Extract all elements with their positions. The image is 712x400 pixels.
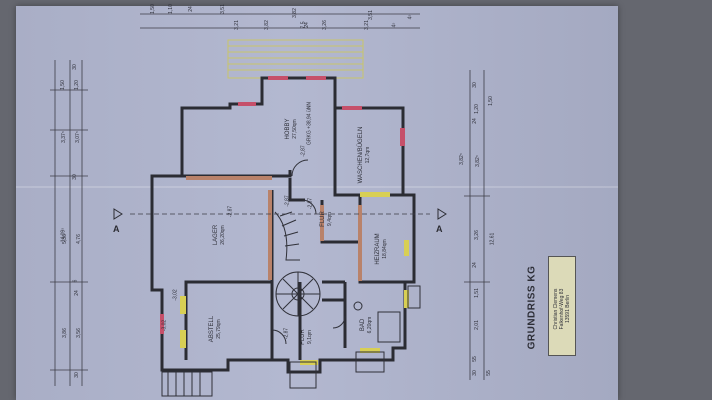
floor-plan-sheet: [16, 6, 618, 400]
dim-text: 1,20: [473, 104, 480, 114]
window: [404, 290, 409, 308]
window: [160, 314, 164, 334]
section-arrow-right: [437, 208, 447, 220]
dim-text: 30: [471, 370, 478, 376]
window: [342, 106, 362, 110]
room-label-heizraum: HEIZRAUM 18,84qm: [375, 233, 388, 265]
stair-treads: [279, 211, 300, 247]
terrace-hatching: [227, 39, 364, 79]
dim-text: 55: [485, 370, 492, 376]
window: [360, 192, 390, 197]
window: [268, 76, 288, 80]
window: [180, 330, 186, 348]
level-mark: -2,87: [300, 145, 307, 157]
dim-text: 3,51: [219, 4, 226, 14]
level-abstell: -3,02: [161, 319, 168, 332]
dim-text: 4⁵: [391, 22, 398, 28]
dim-text: 24: [73, 290, 80, 296]
door-swing: [301, 199, 317, 215]
door-swing: [271, 329, 287, 345]
dim-text: 3,56: [75, 328, 82, 338]
dim-text: 24: [471, 118, 478, 124]
dim-text: 6: [72, 279, 79, 283]
address-stamp: Christian Clemens Falkenhof-Weg 83 13591…: [548, 256, 576, 356]
dim-text: 5,36: [61, 234, 68, 244]
wall-accent: [186, 176, 272, 180]
room-label-hobby: HOBBY 27,50qm: [285, 118, 298, 140]
drawing-title: GRUNDRISS KG: [526, 265, 538, 350]
stamp-text: Christian Clemens Falkenhof-Weg 83 13591…: [553, 288, 571, 330]
wall-accent: [268, 190, 272, 280]
dim-text: 7,5: [300, 21, 307, 29]
light-well: [355, 351, 385, 373]
dim-text: 1,51: [473, 288, 480, 298]
window: [180, 296, 186, 314]
room-extra-hobby: GRKG +38,94 üNN: [306, 102, 313, 145]
dim-text: 1,20: [73, 80, 80, 90]
dim-text: 30: [71, 174, 78, 180]
dim-text: 3,37⁵: [60, 131, 67, 143]
stair-flight: [274, 211, 300, 261]
spiral-staircase: [275, 271, 321, 317]
exterior-stair: [161, 371, 213, 397]
dim-text: 55: [471, 356, 478, 362]
light-well: [289, 361, 317, 389]
window: [404, 240, 409, 256]
toilet: [353, 301, 363, 311]
door-swing: [291, 159, 309, 177]
dim-text: 1,50: [59, 80, 66, 90]
dim-text: 24: [471, 262, 478, 268]
room-label-abstell: ABSTELL 25,79qm: [209, 315, 222, 343]
room-label-flur-1: FLUR 9,4qm: [320, 211, 333, 227]
window: [306, 76, 326, 80]
dim-text: 1,50: [487, 96, 494, 106]
level-mark: -3,02: [172, 289, 179, 301]
dim-text: 3,86: [61, 328, 68, 338]
level-lager: -2,87: [227, 205, 234, 218]
dim-text: 3,82: [263, 20, 270, 30]
window: [400, 128, 405, 146]
section-mark-right: A: [436, 224, 443, 234]
dim-text: 3,07⁵: [74, 131, 81, 143]
room-label-flur-2: FLUR 9,1qm: [300, 329, 313, 345]
sheet-fold-line: [16, 186, 618, 188]
level-mark: -2,87: [284, 195, 291, 207]
dim-text: 3,21: [233, 20, 240, 30]
room-label-lager: LAGER 26,20qm: [213, 224, 226, 246]
dim-text: 4,76: [75, 234, 82, 244]
section-arrow-left: [113, 208, 123, 220]
dim-text: 3,26: [473, 230, 480, 240]
dim-text: 3,21: [363, 20, 370, 30]
dim-text: 3,26: [321, 20, 328, 30]
wall-accent: [358, 205, 362, 281]
dim-text: 30: [73, 372, 80, 378]
dim-text: 1,10: [167, 4, 174, 14]
dim-text: 12,61: [489, 232, 496, 246]
dim-text: 30: [471, 82, 478, 88]
dim-text: 1,50: [149, 4, 156, 14]
window: [238, 102, 256, 106]
dim-text: 3,82: [291, 8, 298, 18]
dim-text: 3,51: [367, 10, 374, 20]
dim-text: 3,82⁵: [474, 155, 481, 167]
dim-text: 24: [187, 6, 194, 12]
room-label-waschen: WASCHEN/BÜGELN 12,7qm: [358, 126, 371, 184]
bathtub: [377, 311, 401, 343]
level-flur-1: -2,87: [307, 197, 314, 210]
door-swing: [332, 315, 346, 329]
wall-accent: [320, 205, 324, 241]
dimension-lines: [50, 13, 490, 386]
dim-text: 4⁵: [407, 14, 414, 20]
dim-text: 3,82⁵: [458, 153, 465, 165]
section-mark-left: A: [113, 224, 120, 234]
level-flur-2: -2,87: [283, 327, 290, 340]
dim-text: 2,01: [473, 320, 480, 330]
light-well: [407, 285, 421, 309]
room-label-bad: BAD 6,20qm: [360, 316, 373, 334]
window: [360, 348, 380, 353]
dim-text: 30: [71, 64, 78, 70]
